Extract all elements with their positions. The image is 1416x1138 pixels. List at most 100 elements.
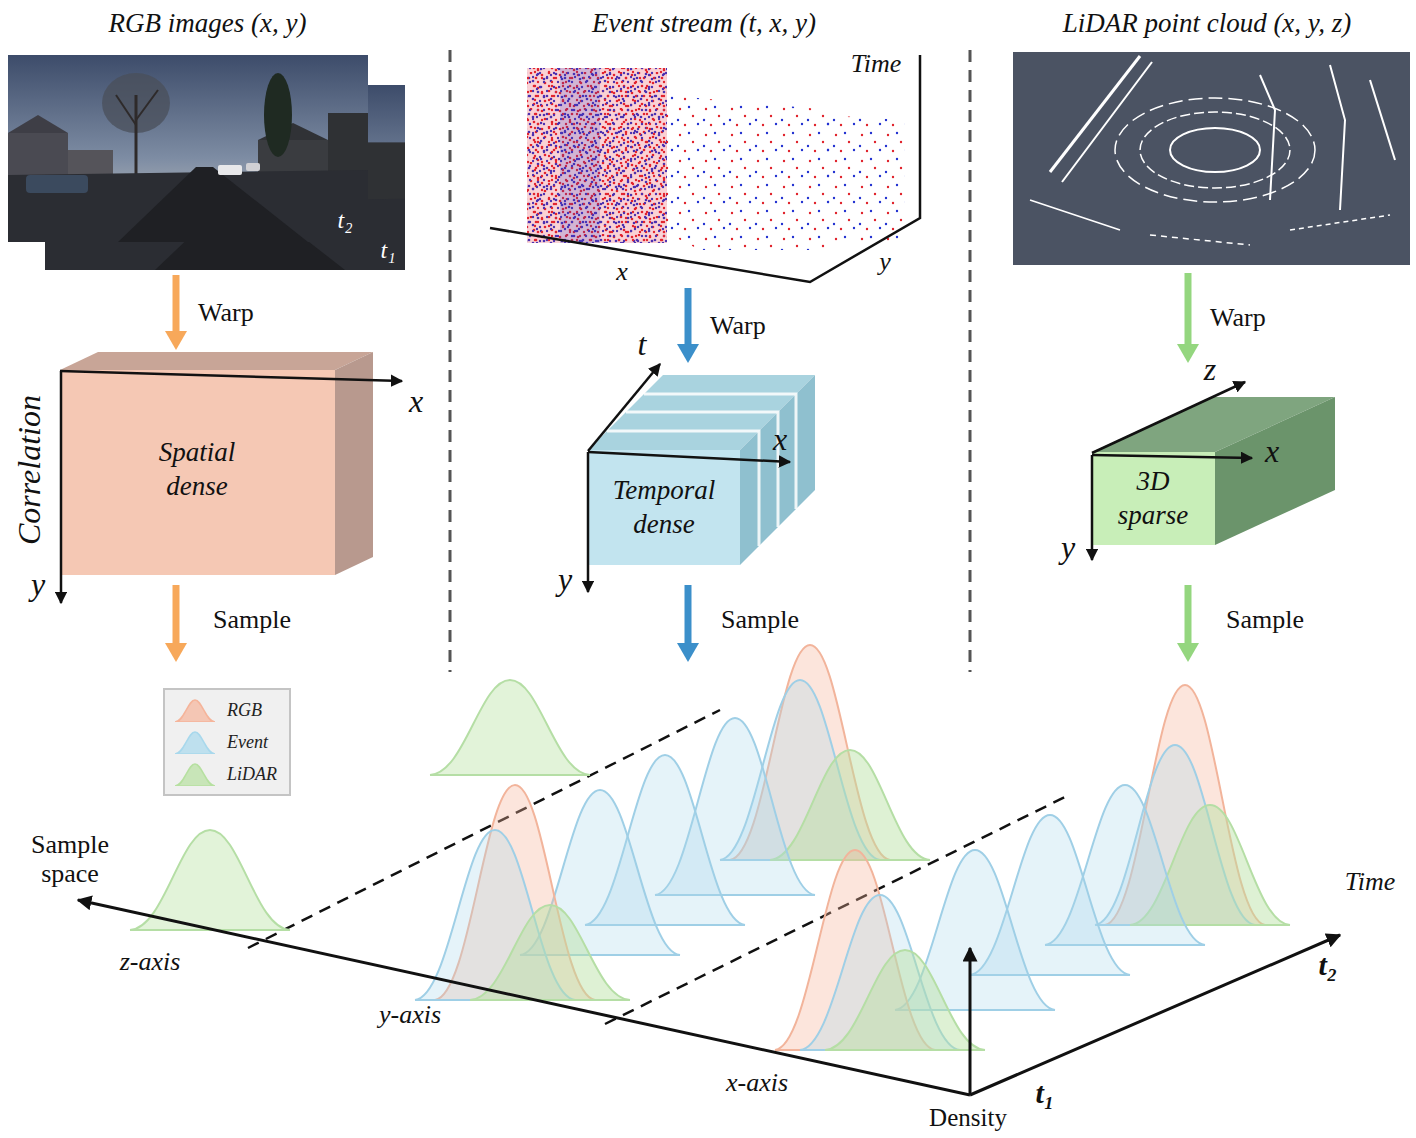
lidar-scan-part [1030, 56, 1395, 245]
density-curves-part [130, 830, 290, 930]
event-axes [490, 55, 920, 282]
density-curves-part [430, 680, 590, 775]
coordinate-axes-part [60, 371, 402, 381]
warp-arrow [165, 275, 187, 350]
text-label: y-axis [379, 1001, 441, 1030]
text-label: Sample [213, 606, 291, 635]
event-scatter-part [527, 68, 667, 243]
spatial-cube [60, 352, 373, 575]
coordinate-axes-part [588, 452, 790, 462]
plot-axes-part [78, 900, 970, 1095]
lidar-scan-part [1013, 52, 1410, 265]
legend-swatch [173, 698, 217, 722]
axis-label: y [31, 567, 45, 602]
separator-lines [450, 50, 970, 672]
sample-arrows-part [685, 585, 692, 645]
legend-swatch [173, 762, 217, 786]
coordinate-axes-part [1092, 382, 1245, 453]
volume-label: Spatial dense [137, 420, 257, 520]
sample-arrows-part [677, 643, 699, 662]
legend-text: Event [227, 732, 268, 753]
axis-label: t [638, 327, 647, 362]
legend-box: RGB EventLiDAR [163, 688, 291, 796]
text-label: t₁ [1036, 1076, 1055, 1109]
event-scatter-part [527, 68, 667, 243]
panel-title: Event stream (t, x, y) [468, 4, 940, 42]
event-scatter-part [527, 68, 667, 243]
sparse-cube [1092, 397, 1335, 545]
lidar-scan-part-part [1290, 215, 1390, 230]
lidar-scan-part-part [1030, 200, 1120, 230]
warp-shaft [173, 275, 180, 334]
coordinate-axes-part [587, 452, 590, 592]
image-panel: Event stream (t, x, y) [468, 5, 940, 285]
volume-label: Temporal dense [599, 460, 729, 555]
text-label: z-axis [120, 948, 181, 977]
swatch-bell [175, 732, 215, 754]
volume-label: 3D sparse [1103, 458, 1203, 540]
text-label: Sample space [5, 831, 135, 888]
spatial-cube-part [60, 352, 373, 370]
text-label: t₂ [337, 207, 352, 233]
event-scatter-part [560, 68, 600, 243]
legend-row: RGB [165, 694, 289, 726]
event-scatter [527, 68, 905, 250]
spatial-cube-part [335, 352, 373, 575]
axis-label: y [1061, 530, 1075, 565]
sparse-cube-part [1215, 397, 1335, 545]
event-axes-part [490, 55, 920, 282]
region-dividers [248, 710, 1065, 1024]
density-curves-part [825, 950, 985, 1050]
spatial-cube-part [60, 370, 335, 575]
lidar-scan-part-part [1115, 98, 1315, 202]
temporal-cube-part [588, 450, 740, 565]
lidar-scan-part-part [1150, 235, 1250, 245]
text-label: Sample [1226, 606, 1304, 635]
feature-volume: Spatial dense [60, 352, 373, 575]
legend-text: LiDAR [227, 764, 277, 785]
axis-label: x [773, 422, 787, 457]
rgb-photos [8, 55, 405, 270]
warp-arrow [677, 288, 699, 363]
coordinate-axes-part [60, 371, 63, 603]
text-label: t₂ [1319, 948, 1338, 981]
text-label: Time [1345, 868, 1396, 897]
legend-swatch [173, 730, 217, 754]
density-curves-part [770, 750, 930, 860]
axis-label: x [1265, 434, 1279, 469]
plot-axes [78, 900, 1340, 1095]
lidar-scan-part-part [1170, 128, 1260, 172]
density-curves-part [470, 905, 630, 1000]
text-label: Density [929, 1104, 1007, 1132]
edge-label: Warp [708, 311, 768, 341]
event-scatter-part [665, 95, 830, 250]
coordinate-axes [60, 364, 1252, 603]
coordinate-axes-part [1092, 455, 1252, 458]
sample-arrows-part [1185, 585, 1192, 645]
density-curves [130, 645, 1290, 1050]
lidar-scan-part-part [1050, 56, 1140, 172]
lidar-scan-part-part [1370, 80, 1395, 160]
text-label: Sample [721, 606, 799, 635]
plot-axes-part [969, 948, 972, 1095]
legend-row: LiDAR [165, 758, 289, 790]
lidar-scan [1013, 52, 1410, 265]
swatch-bell [175, 700, 215, 722]
warp-shaft [1185, 273, 1192, 347]
coordinate-axes-part [588, 364, 660, 451]
plot-axes-part [970, 935, 1340, 1095]
axis-label: Correlation [12, 395, 47, 545]
panel-title: LiDAR point cloud (x, y, z) [1002, 4, 1412, 42]
sample-arrows [165, 585, 1199, 662]
text-label: t₁ [380, 237, 395, 263]
sample-arrows-part [173, 585, 180, 645]
text-label: x-axis [726, 1069, 788, 1098]
edge-label: Warp [196, 298, 256, 328]
swatch-bell [175, 764, 215, 786]
axis-label: y [558, 562, 572, 597]
sample-arrows-part [165, 643, 187, 662]
axis-label: z [1204, 352, 1216, 387]
